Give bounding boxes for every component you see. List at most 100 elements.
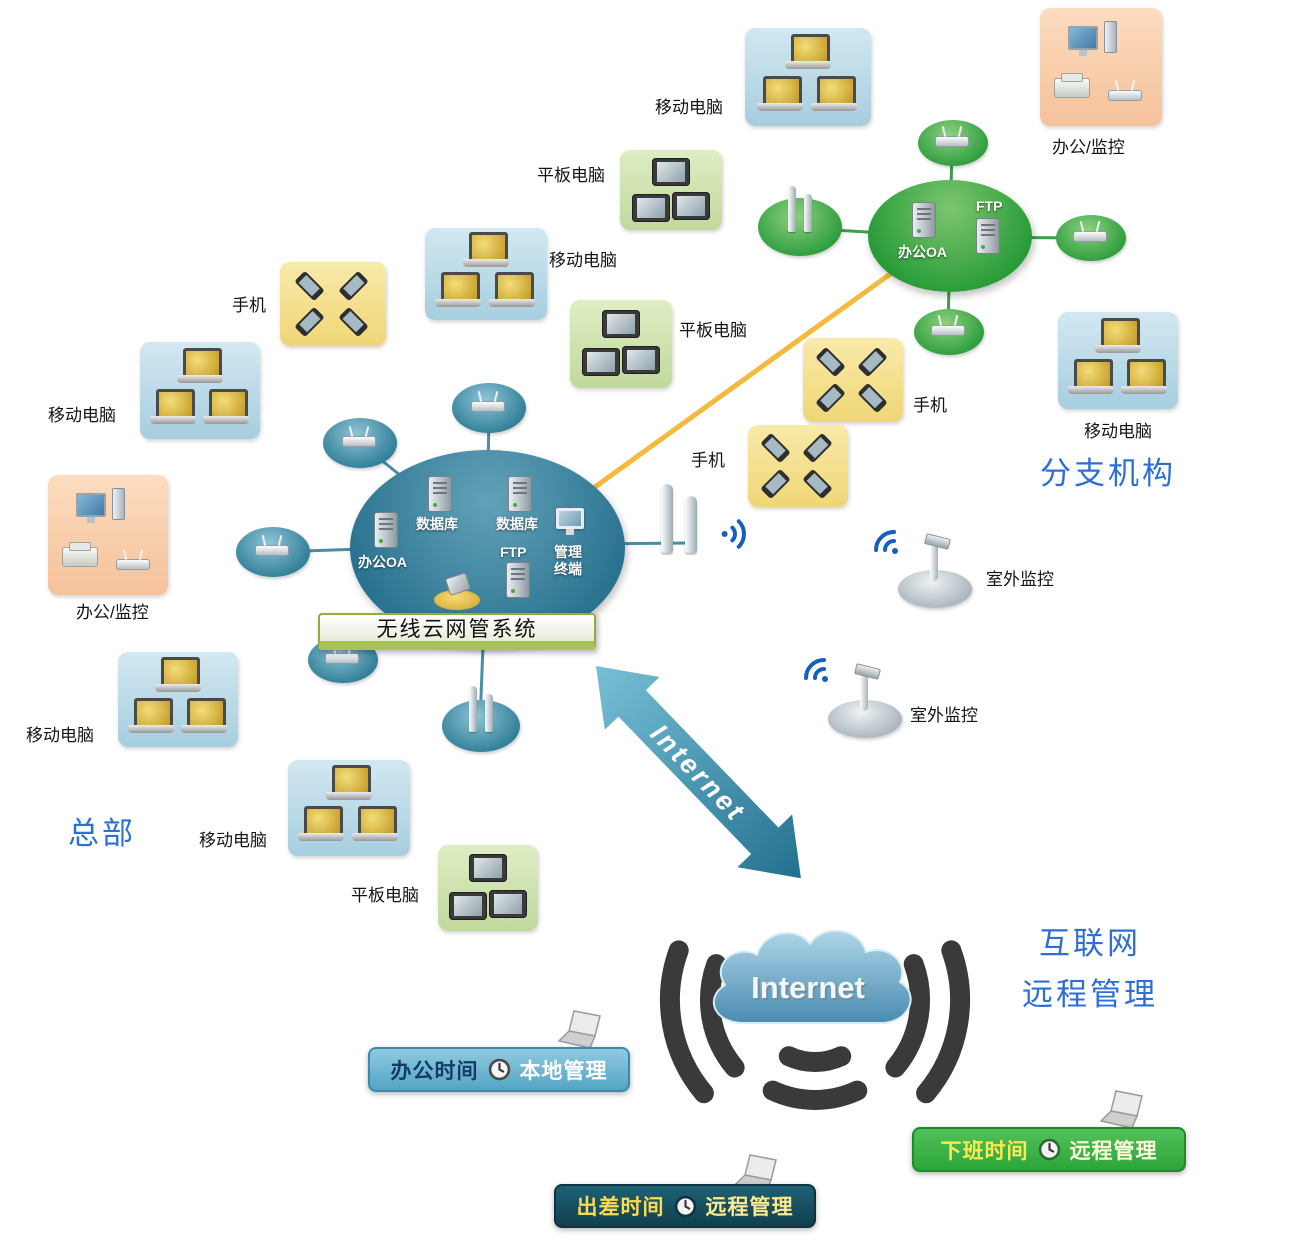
branch-access-point-node	[1056, 215, 1126, 261]
tablet-icon	[672, 192, 710, 220]
phone-icon	[760, 432, 791, 464]
phone-icon	[760, 468, 791, 500]
laptop-silhouette-icon	[1099, 1090, 1143, 1129]
phone-icon	[294, 306, 325, 338]
oa-label: 办公OA	[358, 554, 407, 570]
label-office-monitor: 办公/监控	[76, 603, 149, 622]
internet-cloud-label-shadow: Internet	[753, 972, 867, 1007]
label-mobile-pc: 移动电脑	[199, 831, 267, 850]
hq-access-point-node	[236, 527, 310, 577]
tablet-group	[438, 845, 538, 931]
banner-mode-label: 远程管理	[1069, 1139, 1158, 1163]
printer-icon	[62, 542, 98, 567]
banner-time-label: 下班时间	[940, 1139, 1029, 1163]
camera-pole	[930, 543, 938, 581]
branch-cloud: 办公OA FTP	[868, 180, 1032, 292]
ground-station-icon	[434, 590, 480, 610]
phone-icon	[294, 270, 325, 302]
hq-access-point-node	[452, 383, 526, 433]
label-outdoor-monitor: 室外监控	[986, 570, 1054, 589]
label-phone: 手机	[232, 296, 266, 315]
ftp-server-icon	[506, 562, 530, 598]
tablet-icon	[582, 348, 620, 376]
clock-icon	[488, 1058, 510, 1081]
laptop-icon	[489, 272, 535, 310]
router-icon	[471, 401, 505, 412]
desktop-monitor-icon	[76, 493, 106, 523]
router-icon	[116, 559, 150, 570]
wifi-signal-icon	[721, 519, 746, 549]
pc-tower-icon	[1104, 21, 1117, 53]
phone-group	[280, 262, 386, 346]
oa-server-icon	[912, 202, 936, 238]
laptop-icon	[181, 698, 227, 736]
label-tablet-pc: 平板电脑	[537, 166, 605, 185]
label-mobile-pc: 移动电脑	[48, 406, 116, 425]
laptop-silhouette-icon	[557, 1010, 601, 1049]
internet-arrow-label: Internet	[645, 718, 752, 827]
outdoor-camera-icon	[846, 663, 882, 712]
printer-icon	[1054, 73, 1090, 98]
laptop-icon	[435, 272, 481, 310]
clock-icon	[674, 1195, 696, 1217]
office-monitor-group	[1040, 8, 1162, 126]
camera-head	[854, 663, 881, 680]
antenna-icon	[785, 186, 815, 234]
laptop-icon	[811, 76, 857, 114]
phone-icon	[815, 382, 846, 414]
phone-icon	[857, 382, 888, 414]
desktop-monitor-icon	[1068, 26, 1098, 56]
label-tablet-pc: 平板电脑	[351, 886, 419, 905]
laptop-icon	[203, 389, 249, 427]
ftp-server-icon	[976, 218, 1000, 254]
tablet-group	[620, 150, 722, 230]
label-internet-line2: 远程管理	[1022, 977, 1158, 1013]
mobile-pc-group	[745, 28, 871, 126]
phone-icon	[802, 468, 833, 500]
oa-server-icon	[374, 512, 398, 548]
router-icon	[1073, 231, 1107, 242]
tablet-icon	[602, 310, 640, 338]
label-outdoor-monitor: 室外监控	[910, 706, 978, 725]
banner-trip-time: 出差时间 远程管理	[554, 1184, 816, 1228]
laptop-icon	[1121, 359, 1167, 397]
phone-icon	[815, 346, 846, 378]
camera-head	[924, 533, 951, 550]
router-icon	[255, 545, 289, 556]
banner-time-label: 出差时间	[576, 1196, 665, 1219]
laptop-icon	[128, 698, 174, 736]
branch-antenna-node	[758, 186, 842, 256]
label-office-monitor: 办公/监控	[1052, 138, 1125, 157]
wifi-signal-icon	[874, 530, 898, 554]
router-icon	[342, 436, 376, 447]
router-icon	[1108, 90, 1142, 101]
laptop-icon	[352, 806, 398, 844]
label-phone: 手机	[691, 451, 725, 470]
antenna-icon	[466, 686, 496, 734]
internet-cloud: Internet Internet	[698, 908, 918, 1058]
mobile-pc-group	[425, 228, 547, 320]
phone-icon	[802, 432, 833, 464]
office-monitor-group	[48, 475, 168, 595]
phone-icon	[857, 346, 888, 378]
label-mobile-pc: 移动电脑	[26, 726, 94, 745]
laptop-icon	[326, 765, 372, 803]
label-tablet-pc: 平板电脑	[679, 321, 747, 340]
banner-time-label: 办公时间	[390, 1059, 479, 1083]
tablet-icon	[489, 890, 527, 918]
label-branch: 分支机构	[1040, 456, 1176, 491]
label-internet-line1: 互联网	[1039, 926, 1141, 961]
pc-tower-icon	[112, 488, 125, 520]
antenna-icon	[657, 484, 702, 556]
tablet-icon	[652, 158, 690, 186]
hq-access-point-node	[323, 418, 397, 468]
wifi-signal-icon	[804, 658, 828, 682]
camera-pole	[860, 673, 868, 711]
label-mobile-pc: 移动电脑	[655, 98, 723, 117]
internet-cloud-label: Internet	[751, 970, 865, 1005]
label-internet-remote-mgmt: 互联网 远程管理	[1000, 918, 1180, 1020]
terminal-label: 终端	[554, 561, 582, 577]
mobile-pc-group	[140, 342, 260, 439]
laptop-icon	[1068, 359, 1114, 397]
